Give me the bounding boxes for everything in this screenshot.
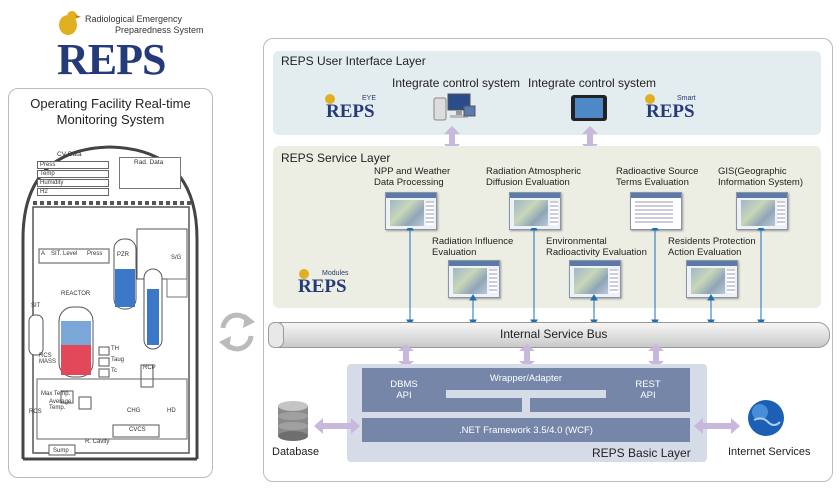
desktop-computer-icon [433,93,476,121]
internet-arrow [694,418,740,434]
label-rcp: RCP [143,365,156,371]
label-rcs: RCS [29,409,42,415]
module-label-source-terms: Radioactive Source Terms Evaluation [616,166,699,188]
rad-data-panel [119,157,181,189]
label-a: A [41,251,46,257]
ui-service-arrow-2 [582,126,598,152]
rad-data-title: Rad. Data [134,159,164,166]
thumbnail-atmospheric-diffusion [509,192,561,230]
label-cvcs: CVCS [129,427,146,433]
label-chg: CHG [127,408,141,414]
internet-services-label: Internet Services [728,446,811,458]
framework-connector-right [530,398,690,412]
module-bus-connectors [406,228,765,324]
label-r-cavity: R. Cavity [85,439,110,445]
label-tc: Tc [111,368,117,374]
wrapper-adapter-block [446,368,606,390]
thumbnail-source-terms [630,192,682,230]
facility-title-2: Monitoring System [56,112,165,127]
database-arrow [314,418,360,434]
cv-row-press: Press [37,161,109,169]
label-sump: Sump [53,448,69,454]
logo-subtitle-1: Radiological Emergency [85,14,183,24]
database-icon [278,401,308,441]
label-th: TH [111,346,119,352]
bus-basic-arrow-1 [398,344,414,368]
label-taug: Taug [111,357,125,363]
label-rcs-mass: RCS MASS [39,353,57,365]
thumbnail-radiation-influence [448,260,500,298]
operating-facility-panel: Operating Facility Real-time Monitoring … [8,88,213,478]
label-sit-level: SIT. Level [51,251,78,257]
basic-layer-title: REPS Basic Layer [592,446,691,460]
smart-logo-tag: Smart [677,95,696,102]
reps-main-logo: Radiological Emergency Preparedness Syst… [55,8,215,84]
bird-icon [299,269,309,279]
bird-icon [59,11,81,35]
rest-api-label: REST API [635,379,661,401]
facility-title-1: Operating Facility Real-time [30,96,191,111]
modules-logo-wordmark: REPS [298,276,347,297]
thumbnail-environmental-radioactivity [569,260,621,298]
module-label-gis: GIS(Geographic Information System) [718,166,803,188]
cv-row-h2: H2 [37,188,109,196]
logo-wordmark: REPS [57,35,166,84]
eye-logo-tag: EYE [362,95,377,102]
module-label-atmospheric-diffusion: Radiation Atmospheric Diffusion Evaluati… [486,166,582,188]
label-reactor: REACTOR [61,291,91,297]
modules-logo-tag: Modules [322,270,349,277]
globe-icon [748,400,784,436]
thumbnail-npp-weather [385,192,437,230]
smart-logo-wordmark: REPS [646,101,695,122]
label-hd: HD [167,408,176,414]
bus-basic-arrow-3 [648,344,664,368]
tablet-icon [571,95,607,121]
module-label-npp-weather: NPP and Weather Data Processing [374,166,451,188]
thumbnail-gis [736,192,788,230]
label-max-temp: Max Temp. [41,391,71,397]
label-average-temp: Average Temp. [49,399,72,411]
bus-basic-arrow-2 [519,344,535,368]
wrapper-adapter-label: Wrapper/Adapter [489,373,563,384]
module-label-environmental-radioactivity: Environmental Radioactivity Evaluation [546,236,647,258]
bird-icon [325,94,335,104]
label-sg: S/G [171,255,182,261]
logo-subtitle-2: Preparedness System [115,25,204,35]
label-pzr: PZR [117,252,129,258]
integrate-control-1: Integrate control system [392,76,521,90]
framework-connector-left [362,398,522,412]
dotnet-framework-label: .NET Framework 3.5/4.0 (WCF) [459,425,593,436]
label-sit: SIT [31,303,41,309]
cv-row-temp: Temp [37,170,109,178]
dbms-api-label: DBMS API [390,379,418,401]
dotnet-framework-block [362,418,690,442]
database-label: Database [272,446,320,458]
ui-layer [273,51,821,135]
module-label-radiation-influence: Radiation Influence Evaluation [432,236,514,258]
ui-layer-title: REPS User Interface Layer [281,54,426,68]
eye-logo-wordmark: REPS [326,101,375,122]
service-layer-title: REPS Service Layer [281,151,391,165]
integrate-control-2: Integrate control system [528,76,657,90]
module-label-residents-protection: Residents Protection Action Evaluation [668,236,756,258]
sync-icon [219,312,255,352]
bird-icon [645,94,655,104]
cv-row-humidity: Humidity [37,179,109,187]
plant-schematic [21,145,199,461]
ui-service-arrow-1 [444,126,460,152]
bus-label: Internal Service Bus [500,327,608,341]
internal-service-bus [268,322,830,348]
bus-left-cap [268,322,284,348]
cv-data-title: CV Data [57,151,82,158]
label-press: Press [87,251,103,257]
